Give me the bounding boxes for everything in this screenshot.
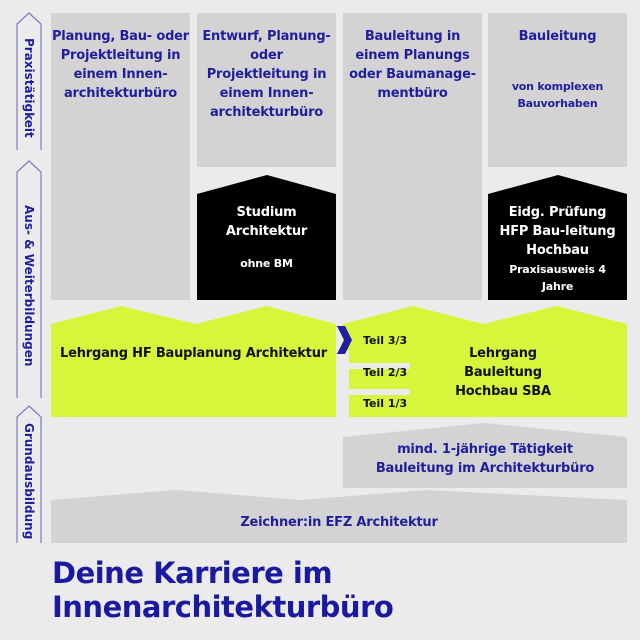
side-label-praxis: Praxistätigkeit [16, 12, 42, 150]
page-title-line1: Deine Karriere im [52, 556, 333, 590]
practice-box-2: Entwurf, Planung- oder Projektleitung in… [197, 13, 336, 167]
course-title: Lehrgang HF Bauplanung Architektur [60, 346, 327, 361]
roof-shape [51, 490, 627, 543]
experience-text: mind. 1-jährige Tätigkeit Bauleitung im … [375, 442, 595, 476]
education-studium: Studium Architektur ohne BM [197, 175, 336, 300]
practice-box-subtitle: von komplexen Bauvorhaben [511, 80, 604, 110]
education-title: Eidg. Prüfung HFP Bau-leitung Hochbau [499, 205, 616, 258]
house-shape [197, 175, 336, 300]
course-title: Lehrgang Bauleitung Hochbau SBA [455, 346, 551, 399]
lime-zigzag-shape [51, 306, 336, 417]
side-label-grundausbildung: Grundausbildung [16, 405, 42, 543]
apprenticeship-text: Zeichner:in EFZ Architektur [240, 515, 438, 530]
side-label-weiterbildung: Aus- & Weiterbildungen [16, 160, 42, 398]
course-part-1: Teil 1/3 [363, 397, 408, 410]
practice-box-4: Bauleitung von komplexen Bauvorhaben [488, 13, 627, 167]
course-part-3: Teil 3/3 [363, 334, 408, 347]
education-title: Studium Architektur [225, 205, 308, 239]
practice-box-title: Entwurf, Planung- oder Projektleitung in… [202, 29, 331, 120]
education-subtitle: ohne BM [240, 257, 293, 270]
practice-box-1: Planung, Bau- oder Projektleitung in ein… [51, 13, 190, 300]
side-label-text: Praxistätigkeit [22, 38, 36, 138]
page-title-line2: Innenarchitekturbüro [52, 590, 394, 624]
roof-shape [343, 423, 627, 488]
chevron-right-icon [337, 326, 352, 354]
course-bauleitung-sba: Teil 3/3 Teil 2/3 Teil 1/3 Lehrgang Baul… [337, 306, 627, 417]
basic-experience: mind. 1-jährige Tätigkeit Bauleitung im … [343, 423, 627, 488]
education-hfp: Eidg. Prüfung HFP Bau-leitung Hochbau Pr… [488, 175, 627, 300]
practice-box-title: Bauleitung [518, 29, 597, 44]
practice-box-3: Bauleitung in einem Planungs oder Bauman… [343, 13, 482, 300]
side-tab-outline [16, 12, 42, 150]
course-part-2: Teil 2/3 [363, 366, 408, 379]
practice-box-title: Bauleitung in einem Planungs oder Bauman… [349, 29, 476, 101]
side-label-text: Aus- & Weiterbildungen [22, 205, 36, 367]
house-shape [488, 175, 627, 300]
side-tab-outline [16, 405, 42, 543]
course-hf-bauplanung: Lehrgang HF Bauplanung Architektur [51, 306, 336, 417]
practice-box-title: Planung, Bau- oder Projektleitung in ein… [51, 29, 189, 101]
side-tab-outline [16, 160, 42, 398]
education-subtitle: Praxisausweis 4 Jahre [509, 263, 606, 293]
basic-apprenticeship: Zeichner:in EFZ Architektur [51, 490, 627, 543]
side-label-text: Grundausbildung [22, 422, 36, 540]
lime-zigzag-shape [343, 306, 627, 417]
page-title: Deine Karriere im Innenarchitekturbüro [52, 556, 394, 624]
